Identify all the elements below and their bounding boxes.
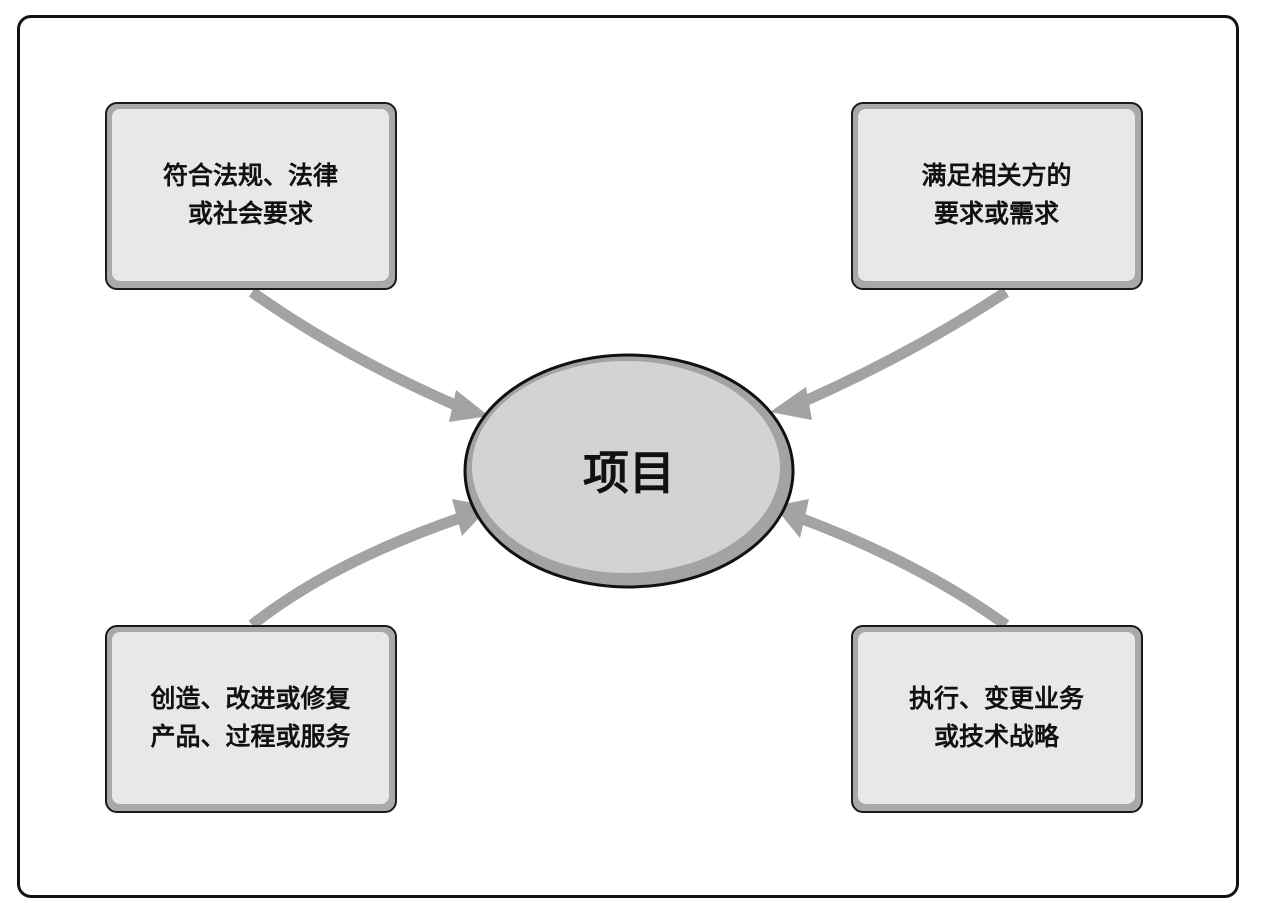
arrow-top-right [795,287,1010,410]
box-product-process-service-face: 创造、改进或修复 产品、过程或服务 [112,632,389,804]
box-product-process-service-line1: 创造、改进或修复 [150,684,351,713]
arrowhead-top-left [449,390,489,422]
box-business-strategy-line1: 执行、变更业务 [908,684,1084,713]
arrow-top-left [248,287,465,414]
box-product-process-service: 创造、改进或修复 产品、过程或服务 [105,625,397,813]
box-stakeholder-needs-line2: 要求或需求 [933,199,1059,228]
box-business-strategy-line2: 或技术战略 [933,722,1059,751]
box-business-strategy: 执行、变更业务 或技术战略 [851,625,1143,813]
box-stakeholder-needs-line1: 满足相关方的 [921,161,1072,190]
box-regulatory-requirements-face: 符合法规、法律 或社会要求 [112,109,389,281]
arrowhead-top-right [770,387,812,420]
center-ellipse-fill [472,361,780,573]
box-regulatory-requirements-line1: 符合法规、法律 [162,161,338,190]
box-regulatory-requirements-line2: 或社会要求 [187,199,313,228]
box-stakeholder-needs: 满足相关方的 要求或需求 [851,102,1143,290]
arrow-bottom-left [248,512,462,630]
arrow-bottom-right [798,512,1010,630]
box-business-strategy-face: 执行、变更业务 或技术战略 [858,632,1135,804]
center-label: 项目 [583,446,675,500]
box-regulatory-requirements: 符合法规、法律 或社会要求 [105,102,397,290]
box-product-process-service-line2: 产品、过程或服务 [150,722,351,751]
box-stakeholder-needs-face: 满足相关方的 要求或需求 [858,109,1135,281]
